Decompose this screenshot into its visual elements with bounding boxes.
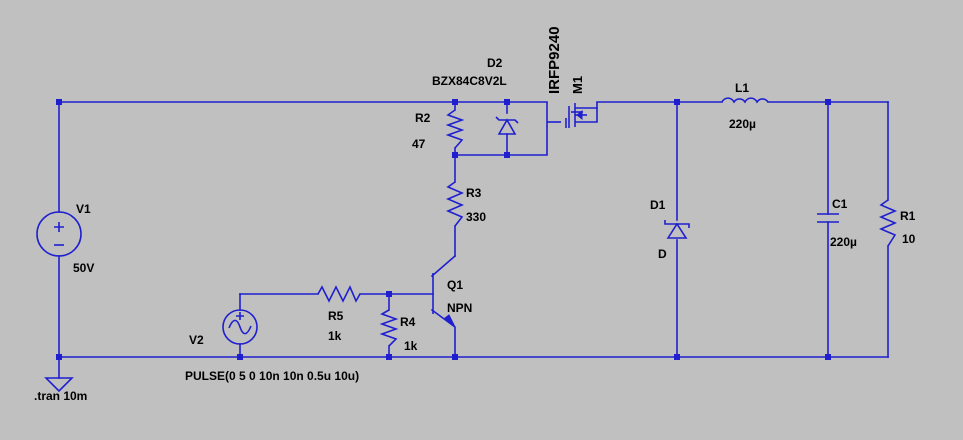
m1-pmos-transistor[interactable]	[546, 102, 598, 128]
ground-icon	[44, 356, 74, 393]
l1-inductor[interactable]	[721, 97, 769, 104]
v1-ref-label: V1	[76, 202, 91, 216]
r1-value-label: 10	[902, 232, 916, 246]
v2-value-label: PULSE(0 5 0 10n 10n 0.5u 10u)	[185, 369, 359, 383]
v1-dc-source[interactable]	[36, 211, 82, 257]
r5-resistor[interactable]	[317, 285, 361, 303]
q1-ref-label: Q1	[447, 278, 463, 292]
r4-ref-label: R4	[400, 315, 416, 329]
r2-resistor[interactable]	[445, 109, 465, 149]
v1-value-label: 50V	[73, 261, 94, 275]
d2-ref-label: D2	[487, 56, 503, 70]
c1-ref-label: C1	[832, 197, 848, 211]
r5-ref-label: R5	[328, 309, 344, 323]
q1-value-label: NPN	[447, 301, 472, 315]
d1-schottky-diode[interactable]	[664, 220, 690, 239]
l1-ref-label: L1	[735, 81, 749, 95]
c1-value-label: 220µ	[830, 235, 857, 249]
m1-value-label: IRFP9240	[546, 26, 563, 94]
r2-value-label: 47	[412, 137, 426, 151]
d2-value-label: BZX84C8V2L	[432, 74, 507, 88]
d1-value-label: D	[658, 247, 667, 261]
m1-ref-label: M1	[570, 76, 585, 94]
r4-value-label: 1k	[404, 339, 418, 353]
d2-zener-diode[interactable]	[495, 116, 519, 135]
v2-pulse-source[interactable]	[222, 309, 258, 345]
r1-resistor[interactable]	[878, 199, 898, 247]
r3-ref-label: R3	[466, 186, 482, 200]
r5-value-label: 1k	[328, 329, 342, 343]
r4-resistor[interactable]	[379, 309, 399, 347]
r3-resistor[interactable]	[445, 181, 465, 227]
r3-value-label: 330	[466, 210, 486, 224]
junctions	[56, 99, 831, 360]
c1-capacitor[interactable]	[817, 213, 839, 223]
q1-npn-transistor[interactable]	[432, 273, 456, 328]
r1-ref-label: R1	[900, 209, 916, 223]
d1-ref-label: D1	[650, 198, 666, 212]
l1-value-label: 220µ	[729, 117, 756, 131]
wires	[58, 101, 889, 358]
r2-ref-label: R2	[415, 111, 431, 125]
sim-directive[interactable]: .tran 10m	[34, 389, 87, 403]
v2-ref-label: V2	[189, 333, 204, 347]
